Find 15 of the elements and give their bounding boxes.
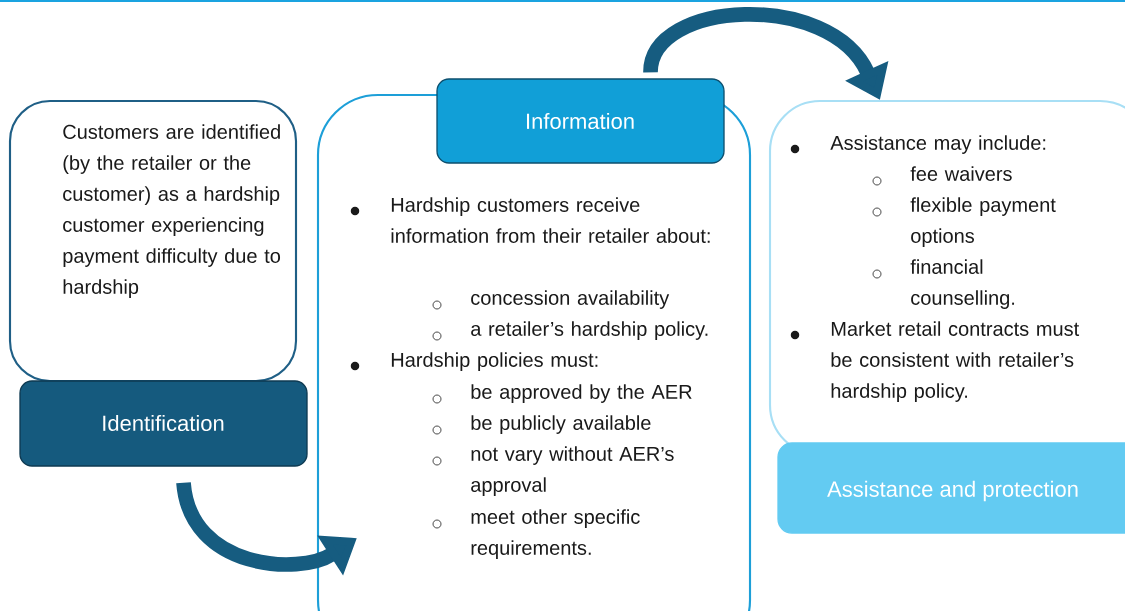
bullet-text: Assistance may include: (830, 135, 1046, 154)
bullet-text: Hardship customers receive information from their retailer about: (391, 197, 710, 243)
bullet-text: a retailer’s hardship policy. (471, 321, 708, 340)
bullet-text: be publicly available (471, 415, 651, 434)
bullet-text: fee waivers (910, 166, 1012, 181)
bullet-text: financial counselling. (910, 259, 1015, 309)
bullet-text: Customers are identified (by the retailer or the customer) as a hardship customer experiencing payment difficulty due to hardship (63, 124, 281, 298)
bullet-text: concession availability (471, 290, 670, 309)
bullet-text: meet other specific requirements. (471, 509, 640, 559)
bullet-text: Hardship policies must: (391, 352, 598, 371)
header-title: Identification (103, 414, 224, 432)
header-title: Assistance and protection (827, 480, 1078, 502)
bullet-text: be approved by the AER (471, 384, 692, 403)
bullet-text: Market retail contracts must be consistent with retailer’s hardship policy. (831, 321, 1080, 402)
header-title: Information (527, 112, 634, 130)
